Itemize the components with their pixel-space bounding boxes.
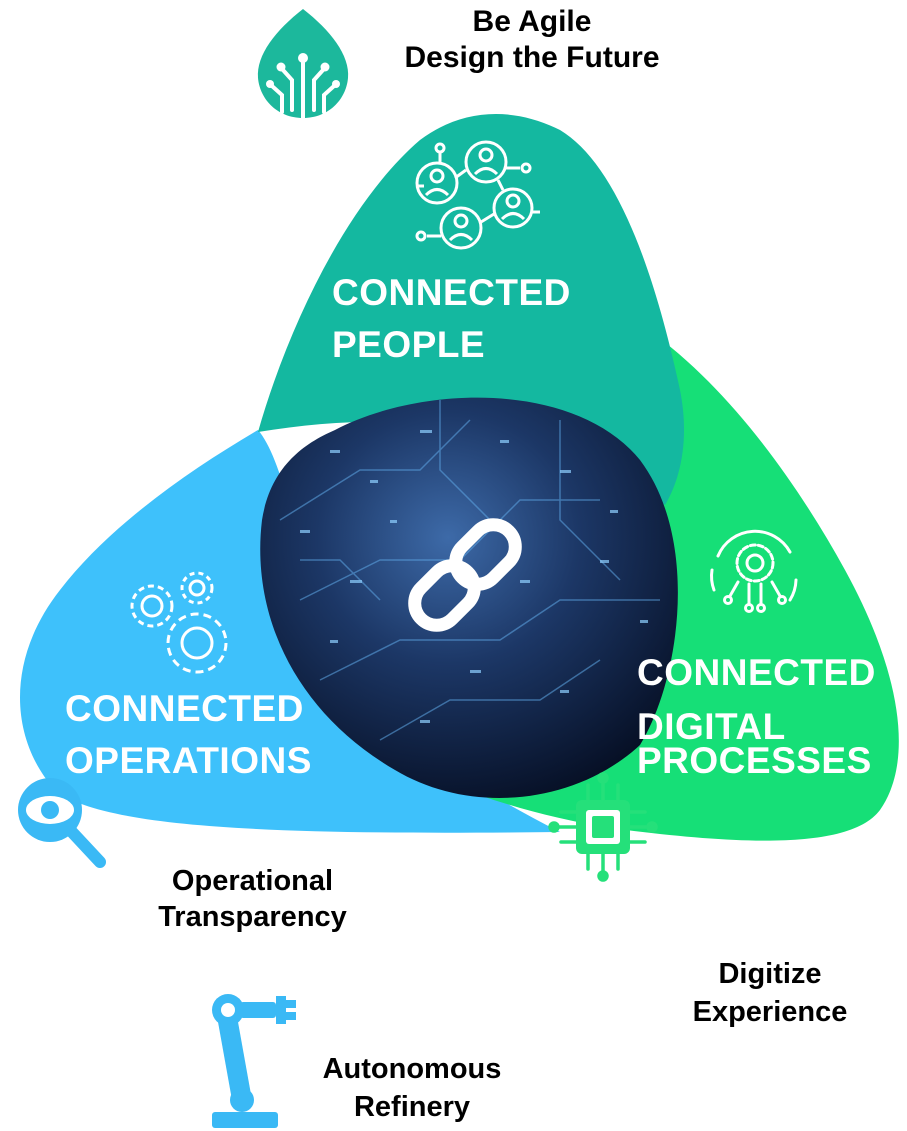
digital-label-line-1: CONNECTED (637, 652, 876, 693)
robot-arm-icon (212, 994, 296, 1128)
header-title: Be Agile Design the Future (362, 4, 702, 76)
operations-label: CONNECTED OPERATIONS (65, 688, 312, 782)
people-label-line-2: PEOPLE (332, 324, 486, 365)
people-label-line-1: CONNECTED (332, 272, 571, 313)
gears-icon (130, 571, 228, 674)
people-lobe (258, 113, 685, 506)
chain-link-icon (408, 518, 522, 632)
digitize-label: Digitize Experience (670, 955, 870, 1031)
digital-label: CONNECTED DIGITAL PROCESSES (637, 652, 876, 781)
header-line-1: Be Agile (472, 5, 592, 38)
operations-label-line-1: CONNECTED (65, 688, 304, 729)
digitize-line-1: Digitize (718, 958, 822, 990)
transparency-line-2: Transparency (158, 901, 347, 933)
microchip-icon (548, 772, 658, 882)
gear-circuit-cycle-icon (710, 529, 798, 613)
transparency-line-1: Operational (171, 865, 334, 897)
magnifier-eye-icon (18, 778, 106, 868)
transparency-label: Operational Transparency (140, 863, 365, 935)
people-network-icon (415, 140, 540, 250)
people-label: CONNECTED PEOPLE (332, 272, 571, 366)
refinery-line-2: Refinery (353, 1091, 471, 1123)
refinery-line-1: Autonomous (322, 1053, 502, 1085)
leaf-circuit-icon (257, 9, 349, 120)
operations-label-line-2: OPERATIONS (65, 740, 312, 781)
digital-label-line-2: DIGITAL (637, 706, 786, 747)
digitize-line-2: Experience (692, 996, 848, 1028)
refinery-label: Autonomous Refinery (292, 1050, 532, 1126)
center-core (260, 397, 678, 798)
header-line-2: Design the Future (404, 41, 660, 74)
digital-label-line-3: PROCESSES (637, 740, 872, 781)
